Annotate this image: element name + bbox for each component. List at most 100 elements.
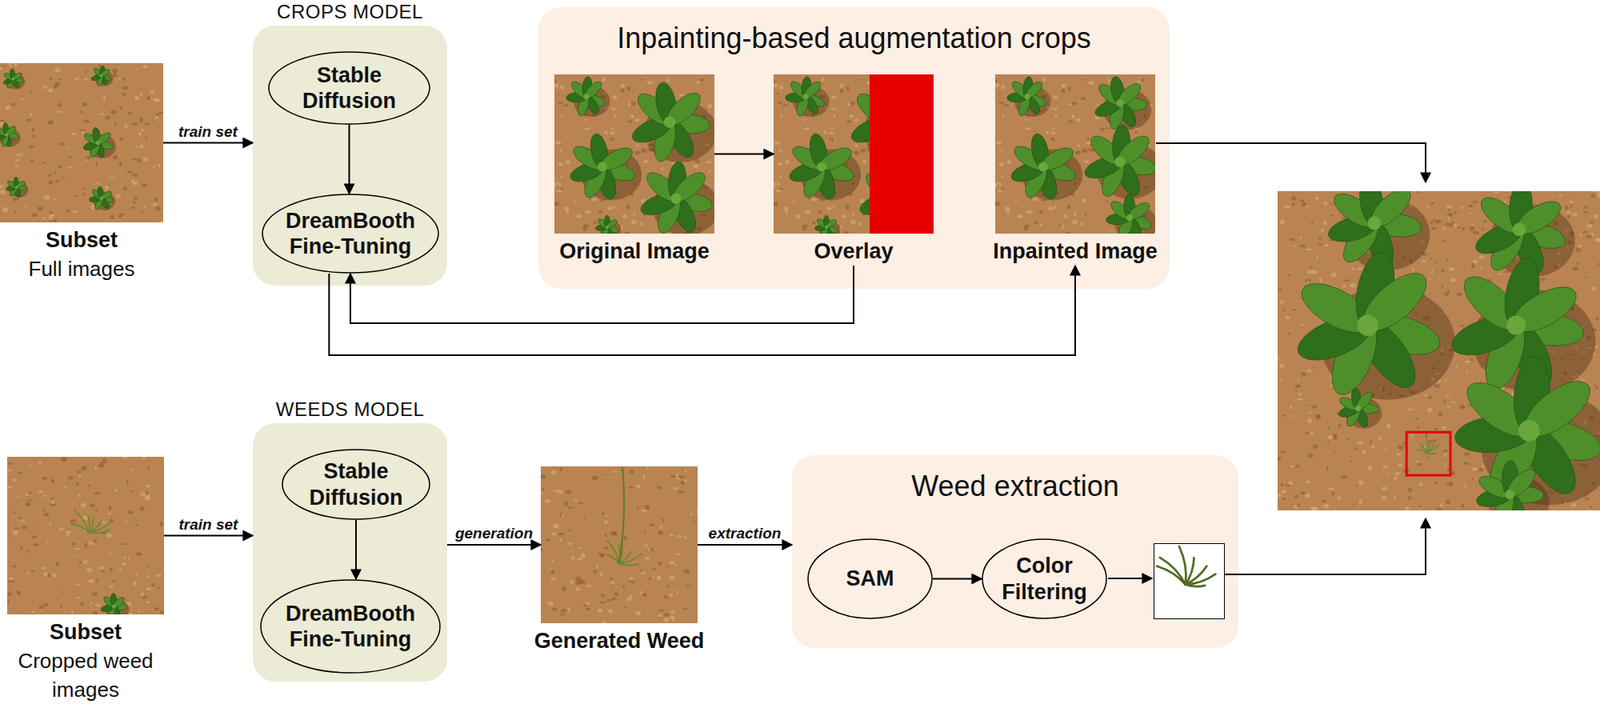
photo	[7, 456, 164, 615]
soil-grain	[1054, 204, 1056, 209]
edge-label: train set	[178, 123, 238, 141]
soil-grain	[707, 104, 712, 109]
soil-grain	[1472, 260, 1479, 264]
soil-grain	[1295, 464, 1300, 468]
soil-grain	[1277, 456, 1282, 461]
soil-grain	[1316, 256, 1319, 259]
soil-grain	[849, 115, 854, 119]
soil-grain	[1096, 104, 1100, 106]
soil-grain	[36, 519, 38, 521]
soil-grain	[92, 592, 98, 596]
soil-grain	[584, 210, 587, 213]
soil-grain	[155, 206, 161, 211]
soil-grain	[82, 102, 88, 107]
plant-heart	[1518, 420, 1540, 442]
soil-grain	[136, 158, 141, 163]
leaf	[1503, 464, 1540, 502]
soil-grain	[132, 581, 136, 587]
soil-grain	[55, 111, 62, 113]
soil-grain	[59, 142, 65, 146]
soil-grain	[773, 79, 776, 84]
soil-grain	[110, 215, 116, 220]
soil-grain	[87, 484, 91, 487]
soil-grain	[1285, 484, 1292, 487]
ellipse-outline	[260, 579, 441, 674]
soil-grain	[90, 601, 93, 605]
soil-grain	[1307, 270, 1314, 275]
soil-grain	[1441, 240, 1446, 242]
soil-grain	[559, 512, 562, 516]
soil-grain	[1473, 231, 1480, 235]
soil-grain	[38, 460, 42, 464]
soil-grain	[576, 586, 578, 592]
leaf	[1364, 191, 1417, 233]
soil-grain	[1393, 476, 1397, 481]
soil-grain	[1369, 440, 1372, 445]
soil-grain	[1052, 95, 1058, 100]
soil-grain	[1301, 372, 1305, 376]
soil-grain	[109, 568, 112, 572]
soil-grain	[145, 601, 150, 604]
leaf	[1037, 143, 1076, 175]
soil-grain	[67, 148, 70, 150]
soil-grain	[157, 164, 161, 168]
edge-label: train set	[179, 516, 239, 534]
soil-grain	[25, 492, 32, 496]
soil-grain	[598, 210, 603, 214]
soil-grain	[1462, 227, 1465, 231]
soil-grain	[1305, 480, 1310, 484]
soil-grain	[630, 114, 634, 117]
soil-grain	[608, 608, 612, 613]
soil-grain	[67, 166, 72, 169]
soil-grain	[114, 488, 117, 492]
soil-grain	[1419, 482, 1424, 487]
soil-grain	[30, 90, 32, 93]
soil-grain	[43, 572, 48, 576]
soil-grain	[1589, 220, 1594, 224]
soil-grain	[24, 502, 31, 507]
soil-grain	[67, 208, 70, 213]
soil-grain	[1340, 475, 1348, 479]
soil-grain	[648, 523, 655, 526]
soil-grain	[1596, 191, 1599, 193]
soil-grain	[670, 475, 676, 478]
soil-grain	[44, 195, 51, 200]
soil-grain	[660, 530, 664, 536]
soil-grain	[122, 86, 129, 90]
soil-grain	[88, 580, 94, 584]
soil-grain	[48, 88, 53, 93]
soil-grain	[1288, 332, 1291, 336]
ellipse-label: Stable Diffusion	[292, 458, 420, 511]
soil-grain	[48, 77, 52, 80]
soil-grain	[854, 118, 859, 123]
soil-grain	[1291, 196, 1296, 200]
soil-grain	[1435, 220, 1442, 224]
soil-grain	[1292, 244, 1296, 247]
soil-grain	[145, 491, 148, 496]
soil-grain	[1362, 450, 1367, 455]
soil-grain	[1424, 433, 1428, 437]
soil-grain	[1415, 460, 1420, 463]
ellipse-label: SAM	[846, 565, 895, 592]
soil-grain	[1308, 265, 1313, 268]
soil-grain	[120, 137, 124, 141]
soil-grain	[1440, 269, 1445, 272]
soil-grain	[32, 127, 35, 132]
soil-grain	[540, 474, 546, 480]
soil-grain	[119, 568, 123, 572]
soil-grain	[546, 538, 552, 542]
soil-grain	[1350, 460, 1352, 463]
soil-grain	[1344, 279, 1350, 281]
soil-grain	[626, 596, 633, 601]
soil-grain	[1087, 148, 1093, 150]
image-caption: Subset	[0, 617, 212, 647]
photo	[554, 74, 715, 234]
soil-grain	[96, 578, 98, 584]
soil-grain	[1323, 220, 1327, 226]
soil-grain	[88, 540, 92, 545]
soil-grain	[604, 514, 608, 517]
soil-grain	[1593, 214, 1599, 220]
soil-grain	[7, 599, 10, 603]
soil-grain	[143, 64, 148, 68]
